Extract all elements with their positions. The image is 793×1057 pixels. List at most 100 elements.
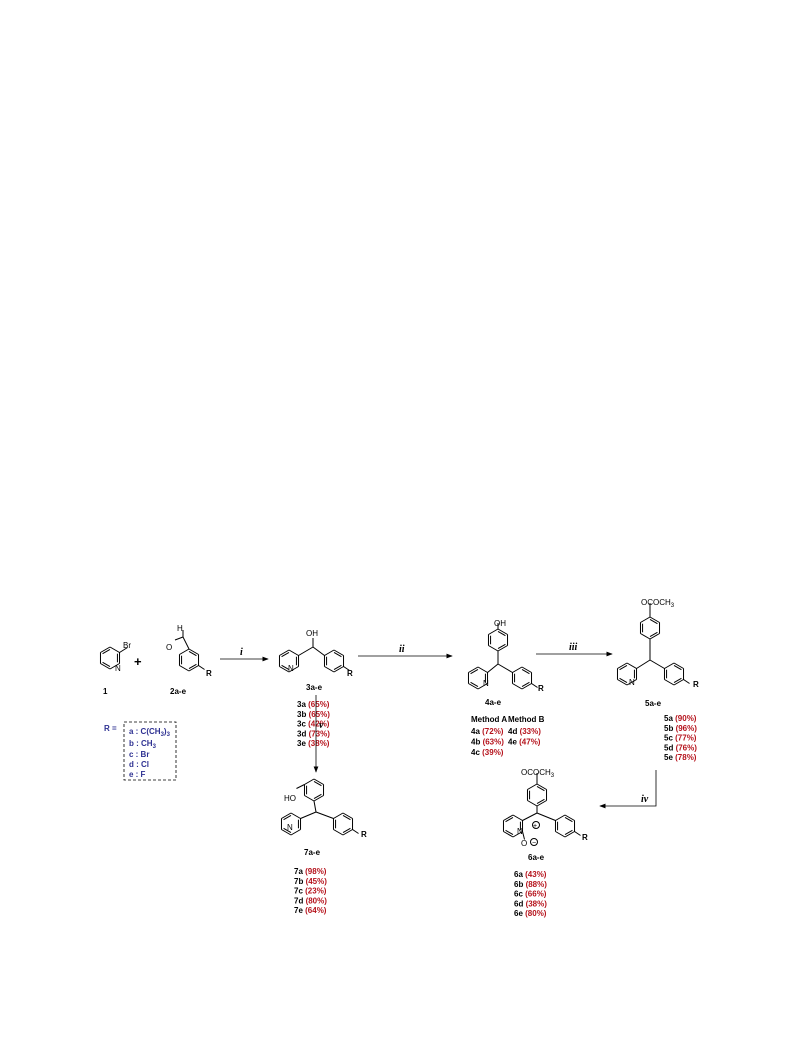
c6-benzene-ring-bond: [555, 831, 566, 838]
yield-3d: 3d (73%): [297, 729, 330, 738]
c7-benzene-ring-double-bond: [342, 827, 351, 834]
yield-3a: 3a (65%): [297, 700, 330, 709]
c3-pyridine-ring-bond: [279, 649, 290, 656]
c7-benzene-ring-bond: [333, 829, 344, 836]
c1-pyridine-ring-double-bond: [102, 648, 111, 655]
c2-h-atom: H: [177, 624, 183, 633]
c3-pyridine-ring-bond: [279, 666, 290, 673]
step-iii-label: iii: [569, 642, 578, 653]
c7-n-atom: N: [287, 823, 293, 832]
c7-benzene-ring-bond: [342, 812, 353, 819]
c5-pyridine-ring-bond: [626, 679, 637, 686]
c6-benzene-ring-double-bond: [564, 816, 573, 823]
c4-pyridine-ring-bond: [477, 666, 488, 673]
c5-aryl-ring-bond: [649, 633, 660, 640]
c3-n-atom: N: [288, 664, 294, 673]
c7-phenol-ring-bond: [304, 778, 315, 785]
c2-benzene-ring-double-bond: [188, 650, 197, 657]
c5-n-atom: N: [629, 678, 635, 687]
c6-ococh3-atom: OCOCH3: [521, 768, 555, 779]
c3-pyridine-ring-double-bond: [281, 651, 290, 658]
c7-pyridine-ring-bond: [290, 829, 301, 836]
yield-4c: 4c (39%): [471, 748, 504, 757]
c4-phenol-ring-bond: [497, 645, 508, 652]
c4-ch-py-bond: [487, 663, 499, 673]
c3-benzene-ring-double-bond: [333, 651, 342, 658]
c1-pyridine-ring-bond: [109, 646, 120, 653]
yield-7c: 7c (23%): [294, 887, 327, 896]
step-ii-label: ii: [399, 644, 405, 655]
c7-phenol-ring-bond: [313, 795, 324, 802]
yields-3: 3a (65%)3b (65%)3c (42%)3d (73%)3e (38%): [297, 700, 330, 748]
c3-pyridine-ring-double-bond: [281, 664, 290, 671]
yield-3b: 3b (65%): [297, 710, 330, 719]
r-legend-item-b: b : CH3: [129, 739, 157, 750]
c2-benzene-ring-bond: [179, 648, 190, 655]
c1-pyridine-ring-bond: [100, 646, 111, 653]
c5-benzene-ring-bond: [673, 662, 684, 669]
c6-benzene-ring-bond: [564, 831, 575, 838]
c3-ch-aryl-bond: [312, 646, 325, 656]
c6-aryl-ring-bond: [527, 800, 538, 807]
c4-benzene-ring-bond: [521, 683, 532, 690]
c6-benzene-ring-double-bond: [564, 829, 573, 836]
c2-r-bond: [198, 665, 205, 670]
c7-pyridine-ring-bond: [281, 829, 292, 836]
yield-4d: 4d (33%): [508, 727, 541, 736]
c1-br-atom: Br: [123, 641, 131, 650]
c7-phenol-ring-bond: [304, 795, 315, 802]
c4-benzene-ring-bond: [512, 683, 523, 690]
c6-ch-py-bond: [522, 812, 538, 821]
c7-phenol-ring-double-bond: [313, 780, 322, 787]
c5-benzene-ring-double-bond: [673, 664, 682, 671]
c5-aryl-ring-bond: [640, 633, 651, 640]
c4-ch-ar-bond: [497, 663, 513, 673]
compound-3-label: 3a-e: [306, 683, 323, 692]
c7-benzene-ring-bond: [342, 829, 353, 836]
c5-ococh3-atom: OCOCH3: [641, 598, 675, 609]
c1-br-bond: [119, 647, 128, 653]
yield-4b: 4b (63%): [471, 738, 504, 747]
step-iv-label: iv: [641, 794, 649, 805]
c3-ch-bond: [298, 646, 314, 656]
c6-pyridine-ring-double-bond: [505, 816, 514, 823]
c6-benzene-ring-bond: [555, 814, 566, 821]
c1-pyridine-ring-double-bond: [102, 661, 111, 668]
c6-r-atom: R: [582, 833, 588, 842]
c7-ch-bond: [313, 800, 317, 813]
c6-pyridine-ring-bond: [512, 831, 523, 838]
c7-ho-atom: HO: [284, 794, 296, 803]
yields-7: 7a (98%)7b (45%)7c (23%)7d (80%)7e (64%): [294, 867, 327, 915]
c5-ch-ar-bond: [649, 659, 665, 669]
yield-3e: 3e (38%): [297, 739, 330, 748]
c7-ch-py-bond: [300, 811, 317, 819]
c2-benzene-ring-bond: [179, 665, 190, 672]
plus-sign: +: [134, 654, 142, 669]
c6-pyridine-ring-double-bond: [505, 829, 514, 836]
c4-pyridine-ring-bond: [477, 683, 488, 690]
c6-benzene-ring-bond: [564, 814, 575, 821]
compound-1-label: 1: [103, 687, 108, 696]
yield-6d: 6d (38%): [514, 899, 547, 908]
c4-phenol-ring-bond: [488, 628, 499, 635]
c5-ch-py-bond: [636, 659, 651, 669]
yield-3c: 3c (42%): [297, 720, 330, 729]
compound-4-label: 4a-e: [485, 698, 502, 707]
c7-benzene-ring-double-bond: [342, 814, 351, 821]
yield-5e: 5e (78%): [664, 753, 697, 762]
c4-phenol-ring-double-bond: [497, 630, 506, 637]
c6-aryl-ring-double-bond: [536, 785, 545, 792]
yield-4a: 4a (72%): [471, 727, 504, 736]
c6-aryl-ring-bond: [536, 783, 547, 790]
yield-5b: 5b (96%): [664, 724, 697, 733]
c3-pyridine-ring-bond: [288, 649, 299, 656]
c5-pyridine-ring-double-bond: [619, 664, 628, 671]
c4-benzene-ring-double-bond: [521, 668, 530, 675]
c4-pyridine-ring-double-bond: [470, 668, 479, 675]
c4-benzene-ring-bond: [512, 666, 523, 673]
c2-benzene-ring-double-bond: [188, 663, 197, 670]
yield-5c: 5c (77%): [664, 734, 697, 743]
c4-oh-atom: OH: [494, 619, 506, 628]
c2-co-bond: [174, 636, 184, 641]
